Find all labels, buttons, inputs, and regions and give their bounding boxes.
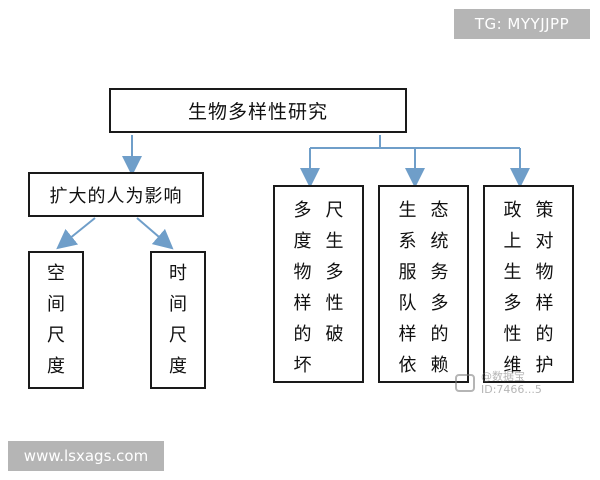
char: 物: [535, 262, 554, 283]
char: 多: [293, 200, 312, 221]
char: 样: [398, 324, 417, 345]
watermark-line2: ID:7466...5: [481, 383, 542, 396]
arrow-left-2: [136, 217, 174, 250]
char: 务: [430, 262, 449, 283]
right-node-2: 态 统 务 多 的 赖 生 系 服 队 样 依: [378, 185, 469, 383]
right-node-3-col-right: 策 对 物 样 的 护: [536, 195, 554, 381]
char: 度: [293, 231, 312, 252]
char: 多: [430, 293, 449, 314]
watermark: @数据宝 ID:7466...5: [455, 368, 595, 402]
char: 对: [535, 231, 554, 252]
char: 间: [47, 294, 65, 315]
char: 间: [169, 294, 187, 315]
tg-badge-text: TG: MYYJJPP: [474, 15, 570, 33]
left-branch-label: 扩大的人为影响: [49, 185, 183, 207]
char: 样: [535, 293, 554, 314]
root-node: 生物多样性研究: [109, 88, 407, 133]
char: 系: [398, 231, 417, 252]
right-node-2-col-right: 态 统 务 多 的 赖: [431, 195, 449, 381]
right-node-3-col-left: 政 上 生 多 性 维: [504, 195, 522, 381]
char: 生: [503, 262, 522, 283]
left-child-spatial: 空 间 尺 度: [28, 251, 84, 389]
char: 性: [325, 293, 344, 314]
char: 度: [169, 356, 187, 377]
char: 护: [535, 355, 554, 376]
char: 上: [503, 231, 522, 252]
char: 物: [293, 262, 312, 283]
url-badge: www.lsxags.com: [8, 441, 164, 471]
char: 坏: [293, 355, 312, 376]
right-node-3: 策 对 物 样 的 护 政 上 生 多 性 维: [483, 185, 574, 383]
char: 尺: [325, 200, 344, 221]
char: 多: [325, 262, 344, 283]
left-child-temporal: 时 间 尺 度: [150, 251, 206, 389]
char: 策: [535, 200, 554, 221]
right-node-1-col-left: 多 度 物 样 的 坏: [294, 195, 312, 381]
watermark-icon: [455, 374, 475, 392]
char: 尺: [47, 325, 65, 346]
left-branch-node: 扩大的人为影响: [28, 172, 204, 217]
char: 态: [430, 200, 449, 221]
root-label: 生物多样性研究: [187, 101, 328, 123]
watermark-line1: @数据宝: [481, 370, 525, 383]
char: 样: [293, 293, 312, 314]
right-node-2-col-left: 生 系 服 队 样 依: [399, 195, 417, 381]
char: 队: [398, 293, 417, 314]
char: 多: [503, 293, 522, 314]
char: 的: [535, 324, 554, 345]
tg-badge: TG: MYYJJPP: [454, 9, 590, 39]
char: 依: [398, 355, 417, 376]
char: 性: [503, 324, 522, 345]
char: 破: [325, 324, 344, 345]
char: 赖: [430, 355, 449, 376]
arrow-left-1: [56, 217, 96, 250]
char: 的: [430, 324, 449, 345]
char: 生: [398, 200, 417, 221]
char: 的: [293, 324, 312, 345]
url-badge-text: www.lsxags.com: [23, 447, 149, 465]
char: 生: [325, 231, 344, 252]
char: 政: [503, 200, 522, 221]
char: 尺: [169, 325, 187, 346]
char: 时: [169, 263, 187, 284]
char: 空: [47, 263, 65, 284]
char: 维: [503, 355, 522, 376]
right-node-1: 尺 生 多 性 破 多 度 物 样 的 坏: [273, 185, 364, 383]
char: 度: [47, 356, 65, 377]
right-node-1-col-right: 尺 生 多 性 破: [326, 195, 344, 381]
char: 统: [430, 231, 449, 252]
char: 服: [398, 262, 417, 283]
